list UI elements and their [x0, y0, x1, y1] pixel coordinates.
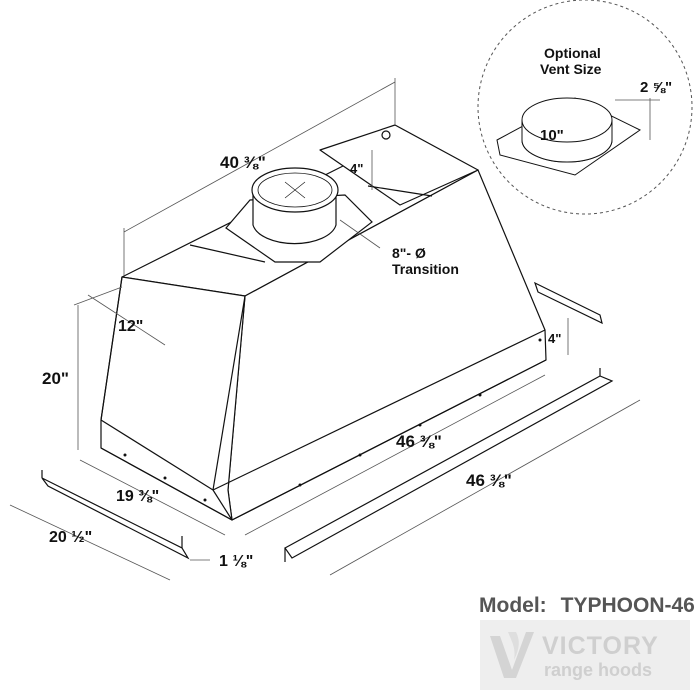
hood-lower-band-right [212, 329, 546, 491]
dim-ext-top [73, 286, 123, 306]
hood-body [100, 124, 547, 521]
hood-left-side [100, 276, 246, 521]
vent-ring-top [521, 97, 613, 143]
hood-front-right-edge [212, 295, 246, 491]
logo-sub: range hoods [544, 660, 653, 680]
vent-inset-circle [477, 0, 693, 215]
top-seam [189, 244, 266, 263]
dim-bottom-width: 46 ⅜" [396, 432, 442, 451]
dim-top-width: 40 ⅜" [220, 153, 266, 172]
dim-bottom-depth: 19 ⅜" [116, 488, 159, 505]
collar-inner [257, 172, 333, 208]
dim-bracket-length: 46 ⅜" [466, 471, 512, 490]
side-bracket-body [41, 477, 190, 560]
side-bracket [41, 470, 190, 560]
vent-diameter: 10" [540, 127, 564, 144]
dim-line-bracket [329, 399, 641, 576]
dim-line-depth [87, 294, 166, 346]
brand-logo: VICTORY range hoods [480, 620, 690, 690]
screw-dots [123, 338, 542, 502]
dim-side-bracket: 20 ½" [49, 529, 92, 546]
hood-corner-vertical [212, 489, 233, 521]
logo-mark-icon [490, 632, 534, 678]
hood-lower-band-top [100, 419, 214, 491]
vent-inset [477, 0, 693, 215]
dim-line-top-width [123, 81, 396, 233]
collar-crosshair-2 [284, 181, 306, 199]
vent-height: 2 ⅝" [640, 79, 672, 96]
vent-title-2: Vent Size [540, 61, 602, 77]
model-label: Model: [479, 594, 547, 617]
hood-bottom-edge-right [231, 359, 547, 521]
vent-drawing [496, 97, 641, 176]
dim-height: 20" [42, 369, 69, 388]
dim-collar-height: 4" [350, 161, 363, 176]
dim-depth-top: 12" [118, 318, 143, 335]
hood-bottom-edge [100, 447, 233, 521]
long-bracket [284, 368, 614, 562]
dim-line-bottom-width [244, 374, 546, 536]
transition-label: Transition [392, 261, 459, 277]
long-bracket-body [284, 375, 614, 559]
back-bracket-body [533, 281, 603, 325]
hood-front-left-edge [100, 276, 123, 421]
dim-line-side-bracket [9, 504, 171, 581]
dim-bracket-height: 4" [548, 331, 561, 346]
dim-flange: 1 ⅛" [219, 553, 253, 570]
dimension-lines [9, 78, 641, 581]
top-seam-2 [367, 185, 433, 197]
vent-title-1: Optional [544, 45, 601, 61]
logo-brand: VICTORY [542, 632, 659, 660]
transition-size-label: 8"- Ø [392, 245, 426, 261]
dim-line-bottom-depth [79, 459, 226, 536]
back-bracket [533, 281, 603, 325]
transition-collar [225, 167, 373, 263]
model-name: TYPHOON-46 [560, 594, 695, 617]
model-line: Model: TYPHOON-46 [479, 594, 700, 618]
leader-transition [339, 219, 381, 249]
mount-hole [381, 130, 391, 140]
